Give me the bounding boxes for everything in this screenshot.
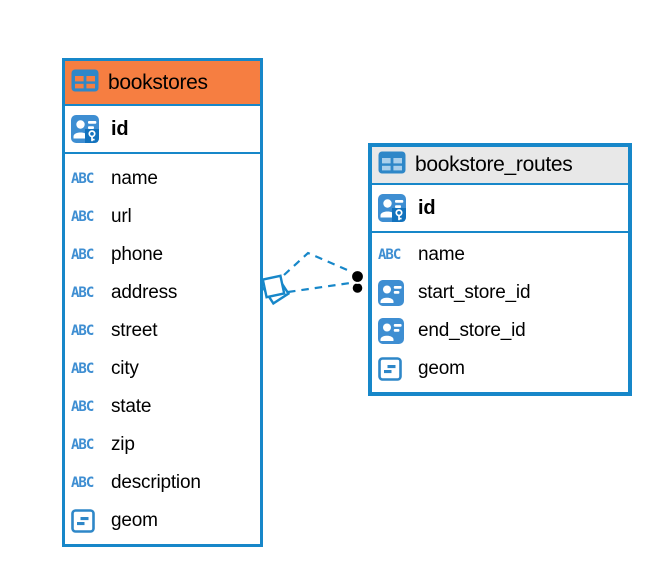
column-icon-slot [378, 194, 410, 222]
column-name: id [418, 196, 436, 219]
relationship-lines[interactable] [283, 251, 353, 294]
column-name: id [111, 117, 129, 140]
abc-text-icon: ABC [71, 209, 94, 225]
abc-text-icon: ABC [71, 475, 94, 491]
column-icon-slot: ABC [71, 285, 103, 301]
double-dot-marker [350, 269, 365, 293]
primary-key-user-icon [71, 115, 99, 143]
column-icon-slot [71, 509, 103, 533]
primary-key-user-icon [378, 194, 406, 222]
column-row-city[interactable]: ABC city [65, 350, 260, 388]
column-icon-slot: ABC [71, 323, 103, 339]
column-name: end_store_id [418, 320, 526, 341]
column-name: geom [418, 358, 465, 379]
column-icon-slot [378, 318, 410, 344]
column-icon-slot [378, 357, 410, 381]
column-icon-slot: ABC [71, 247, 103, 263]
table-header[interactable]: bookstore_routes [372, 147, 628, 185]
column-icon-slot: ABC [378, 247, 410, 263]
column-name: city [111, 358, 139, 379]
column-name: zip [111, 434, 135, 455]
column-row-start_store_id[interactable]: start_store_id [372, 274, 628, 312]
table-icon [71, 69, 99, 97]
column-row-state[interactable]: ABC state [65, 388, 260, 426]
geometry-icon [71, 509, 95, 533]
column-row-street[interactable]: ABC street [65, 312, 260, 350]
column-row-geom[interactable]: geom [372, 350, 628, 388]
column-row-geom[interactable]: geom [65, 502, 260, 540]
column-row-address[interactable]: ABC address [65, 274, 260, 312]
column-name: state [111, 396, 152, 417]
table-header[interactable]: bookstores [65, 61, 260, 106]
column-name: url [111, 206, 132, 227]
column-row-name[interactable]: ABC name [65, 160, 260, 198]
column-name: description [111, 472, 201, 493]
fk-relation-line-2 [287, 281, 351, 294]
column-icon-slot: ABC [71, 209, 103, 225]
column-icon-slot: ABC [71, 437, 103, 453]
columns-section: ABC name start_store_id end_store_id geom [372, 233, 628, 388]
fk-relation-line-1 [283, 251, 353, 276]
abc-text-icon: ABC [71, 285, 94, 301]
column-icon-slot [71, 115, 103, 143]
stacked-squares-marker [261, 274, 291, 306]
primary-key-section: id [372, 185, 628, 233]
geometry-icon [378, 357, 402, 381]
abc-text-icon: ABC [71, 399, 94, 415]
column-row-id[interactable]: id [372, 185, 628, 233]
table-title: bookstores [108, 70, 208, 94]
column-row-id[interactable]: id [65, 106, 260, 154]
column-icon-slot: ABC [71, 171, 103, 187]
column-icon-slot: ABC [71, 399, 103, 415]
foreign-key-user-icon [378, 318, 404, 344]
column-name: geom [111, 510, 158, 531]
abc-text-icon: ABC [378, 247, 401, 263]
abc-text-icon: ABC [71, 247, 94, 263]
column-name: start_store_id [418, 282, 531, 303]
abc-text-icon: ABC [71, 437, 94, 453]
column-icon-slot: ABC [71, 361, 103, 377]
abc-text-icon: ABC [71, 361, 94, 377]
table-icon [378, 151, 406, 179]
column-row-zip[interactable]: ABC zip [65, 426, 260, 464]
column-icon-slot: ABC [71, 475, 103, 491]
column-icon-slot [378, 280, 410, 306]
column-row-name[interactable]: ABC name [372, 236, 628, 274]
abc-text-icon: ABC [71, 323, 94, 339]
column-row-end_store_id[interactable]: end_store_id [372, 312, 628, 350]
table-card-bookstore-routes[interactable]: bookstore_routes id ABC name start_store_… [368, 143, 632, 396]
column-name: phone [111, 244, 163, 265]
column-name: street [111, 320, 158, 341]
column-row-phone[interactable]: ABC phone [65, 236, 260, 274]
column-name: name [418, 244, 465, 265]
table-title: bookstore_routes [415, 153, 573, 176]
column-name: name [111, 168, 158, 189]
column-name: address [111, 282, 178, 303]
foreign-key-user-icon [378, 280, 404, 306]
primary-key-section: id [65, 106, 260, 154]
column-row-url[interactable]: ABC url [65, 198, 260, 236]
column-row-description[interactable]: ABC description [65, 464, 260, 502]
abc-text-icon: ABC [71, 171, 94, 187]
